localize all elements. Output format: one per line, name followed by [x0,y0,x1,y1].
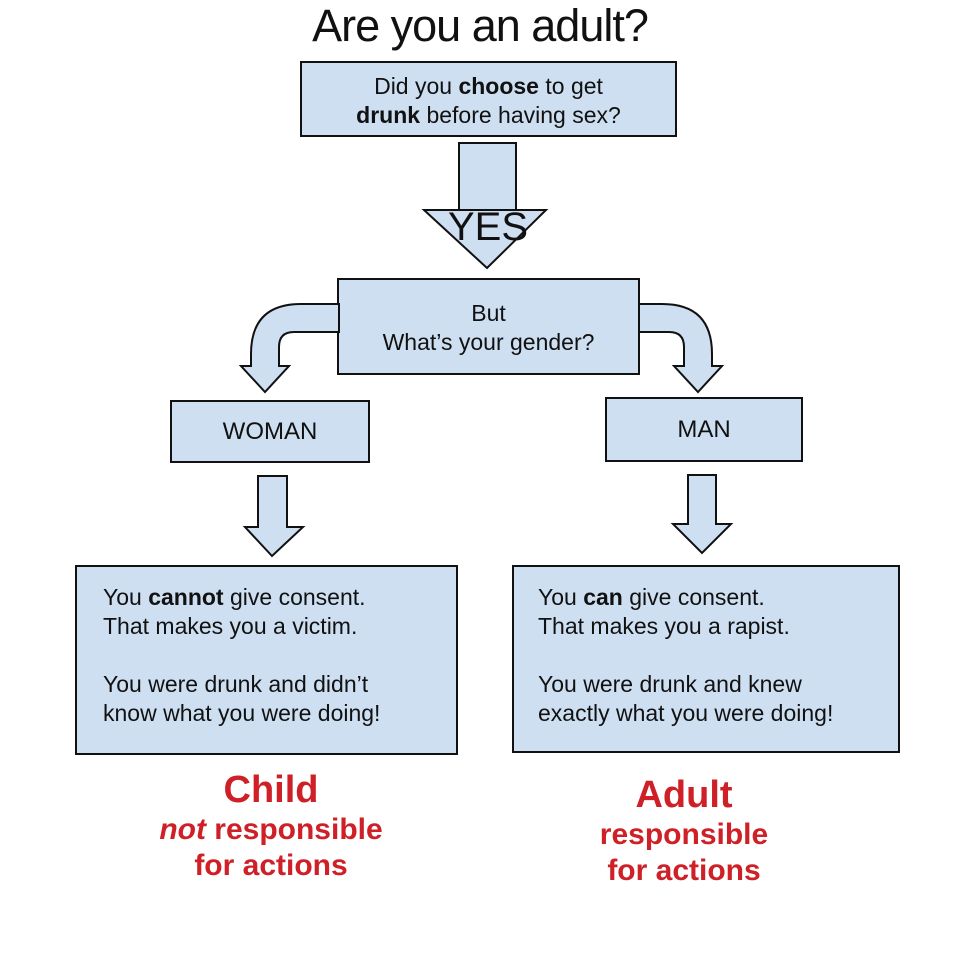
man-outcome-label: Adult responsible for actions [494,773,874,889]
gender-line-1: But [471,300,506,326]
man-result-line-2: That makes you a rapist. [538,613,790,639]
woman-outcome-label: Child not responsible for actions [81,768,461,884]
man-result-line-1: You can give consent. [538,584,765,610]
yes-arrow-head [421,209,549,270]
woman-down-arrow-shape [242,475,306,558]
woman-result-line-1: You cannot give consent. [103,584,366,610]
question-box: Did you choose to get drunk before havin… [300,61,677,137]
woman-down-arrow-icon [242,475,306,558]
yes-down-arrow-icon [421,142,549,270]
gender-question-box: But What’s your gender? [337,278,640,375]
man-down-arrow-icon [670,474,734,555]
woman-result-line-2: That makes you a victim. [103,613,358,639]
woman-result-line-3: You were drunk and didn’t [103,671,369,697]
spacer [103,641,456,670]
man-outcome-line-3: for actions [607,854,761,887]
gender-line-2: What’s your gender? [382,329,595,355]
man-outcome-line-2: responsible [599,818,769,851]
woman-outcome-title: Child [223,769,319,811]
question-line-1: Did you choose to get [374,73,603,99]
bent-arrow-left-shape [238,303,340,394]
man-result-box: You can give consent. That makes you a r… [512,565,900,753]
bent-arrow-right-icon [638,303,725,394]
woman-result-line-4: know what you were doing! [103,700,381,726]
bent-arrow-right-shape [638,303,725,394]
woman-outcome-line-3: for actions [194,849,348,882]
woman-result-box: You cannot give consent. That makes you … [75,565,458,755]
man-result-line-4: exactly what you were doing! [538,700,834,726]
woman-outcome-line-2: not responsible [159,813,383,846]
question-line-2: drunk before having sex? [356,102,621,128]
page-title: Are you an adult? [312,0,649,51]
man-outcome-title: Adult [635,774,733,816]
bent-arrow-left-icon [238,303,340,394]
yes-label: YES [447,205,529,249]
man-result-line-3: You were drunk and knew [538,671,802,697]
woman-box: WOMAN [170,400,370,463]
man-box: MAN [605,397,803,462]
yes-arrow-stem [458,142,517,212]
spacer [538,641,898,670]
man-down-arrow-shape [670,474,734,555]
